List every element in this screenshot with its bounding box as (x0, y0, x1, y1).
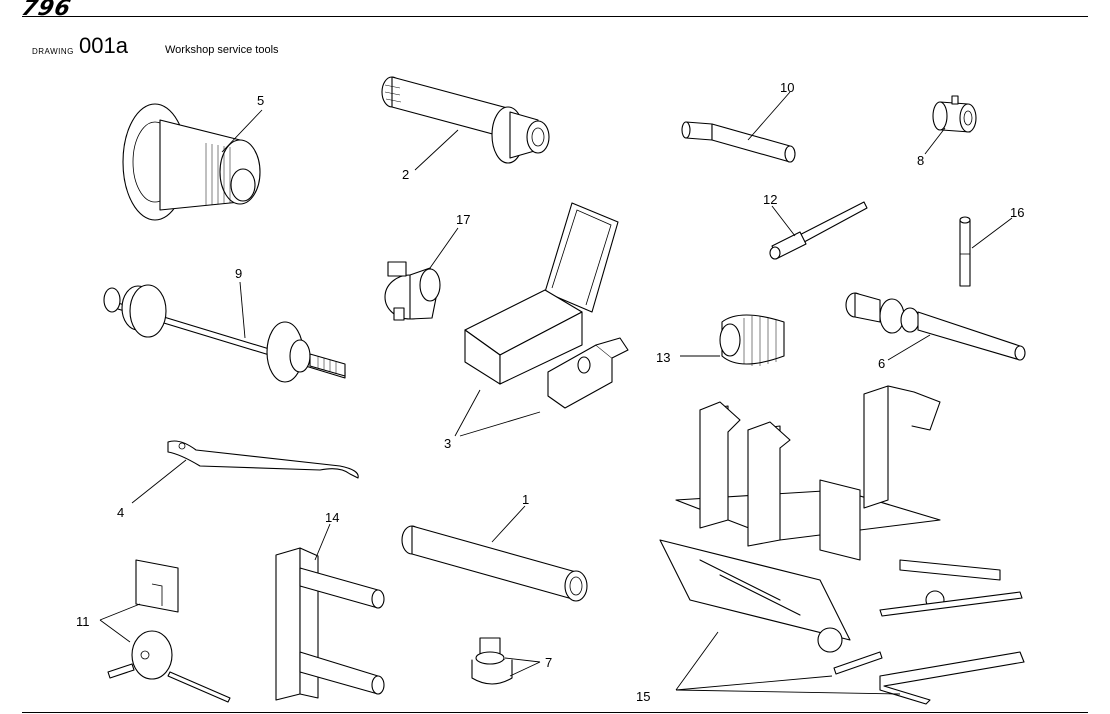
part-8-collar (932, 95, 977, 133)
callout-6: 6 (878, 356, 885, 371)
callout-12: 12 (763, 192, 777, 207)
part-7-insert (471, 637, 513, 685)
part-3-tool-case (464, 202, 629, 409)
callout-1: 1 (522, 492, 529, 507)
callout-10: 10 (780, 80, 794, 95)
part-5-bushing-puller (122, 103, 261, 221)
part-15-jack-stand (659, 385, 1025, 705)
callout-17: 17 (456, 212, 470, 227)
part-11-gauge (107, 559, 231, 703)
part-17-ring-nut-wrench (384, 261, 441, 321)
part-2-tube (381, 76, 550, 164)
drawing-title: Workshop service tools (165, 44, 279, 56)
part-1-tube (401, 525, 588, 602)
callout-13: 13 (656, 350, 670, 365)
part-13-knurled-sleeve (719, 314, 785, 366)
callout-7: 7 (545, 655, 552, 670)
callout-16: 16 (1010, 205, 1024, 220)
part-10-pin (681, 121, 796, 163)
callout-14: 14 (325, 510, 339, 525)
drawing-number: 001a (79, 33, 128, 58)
part-16-split-pin (959, 216, 971, 287)
callout-8: 8 (917, 153, 924, 168)
part-6-drift (845, 292, 1026, 361)
part-4-hook-wrench (167, 440, 359, 479)
callout-15: 15 (636, 689, 650, 704)
drawing-label: DRAWING (32, 47, 74, 56)
callout-11: 11 (76, 614, 90, 629)
callout-9: 9 (235, 266, 242, 281)
callout-2: 2 (402, 167, 409, 182)
callout-3: 3 (444, 436, 451, 451)
callout-5: 5 (257, 93, 264, 108)
part-14-fixture (275, 547, 385, 701)
footer-rule (22, 712, 1088, 713)
part-12-threaded-pin (769, 201, 868, 260)
callout-4: 4 (117, 505, 124, 520)
part-9-puller-shaft (103, 284, 346, 383)
header-rule (22, 16, 1088, 17)
